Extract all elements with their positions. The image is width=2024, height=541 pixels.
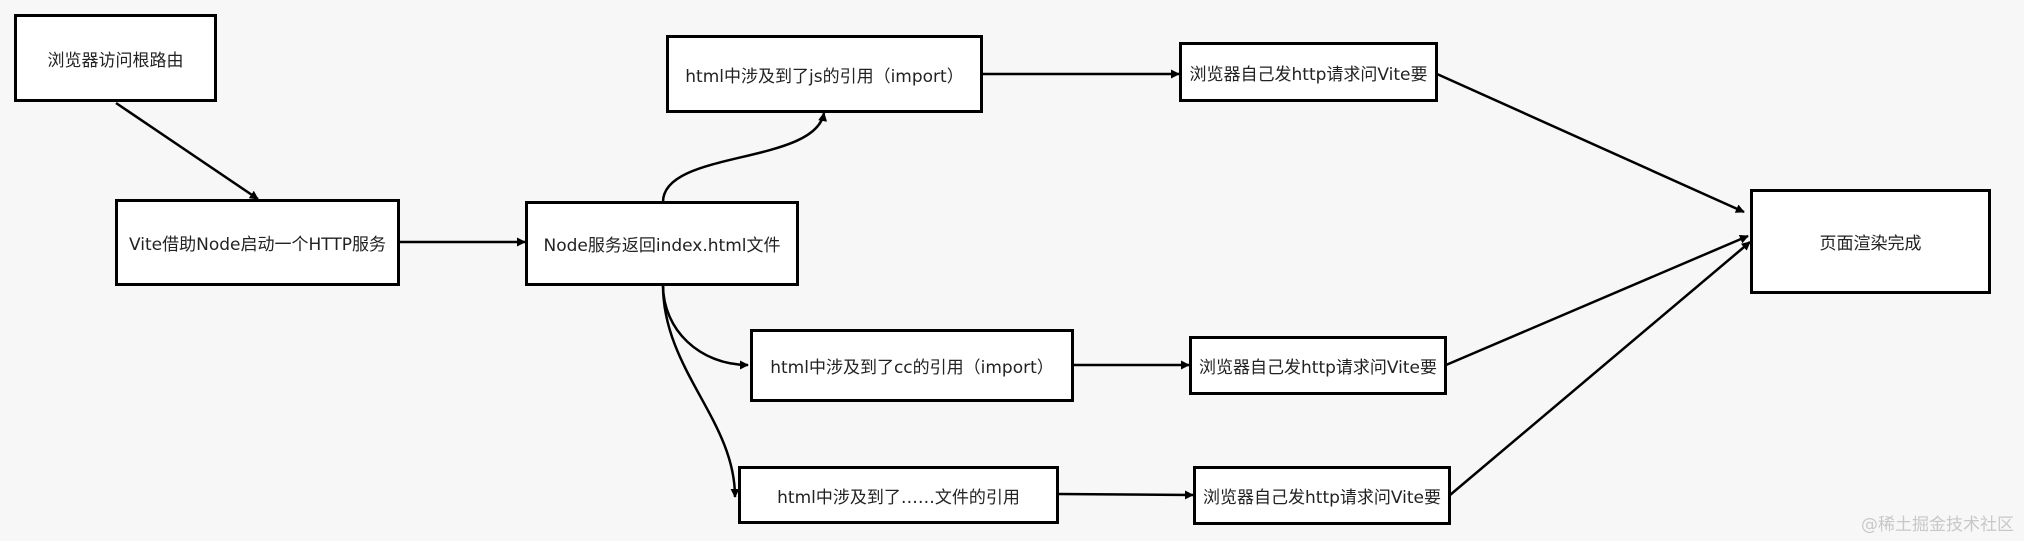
node-done: 页面渲染完成 [1750,189,1991,294]
edge-req-js-to-done [1436,72,1745,214]
edge-html-other-to-req-other [1057,490,1194,500]
node-html-other: html中涉及到了……文件的引用 [738,466,1059,524]
edge-node-return-to-html-other [661,284,740,498]
watermark: @稀土掘金技术社区 [1861,515,2014,535]
edge-start-to-vite-server [115,101,259,201]
edge-node-return-to-html-css [661,284,749,370]
node-node-return: Node服务返回index.html文件 [525,201,799,286]
node-req-css: 浏览器自己发http请求问Vite要 [1189,336,1447,395]
edge-req-css-to-done [1445,234,1749,367]
node-req-js: 浏览器自己发http请求问Vite要 [1179,42,1438,102]
edge-req-other-to-done [1449,241,1751,496]
node-start: 浏览器访问根路由 [14,14,217,102]
node-vite-server: Vite借助Node启动一个HTTP服务 [115,199,400,286]
node-req-other: 浏览器自己发http请求问Vite要 [1193,466,1451,525]
edge-node-return-to-html-js [661,112,828,203]
node-html-css: html中涉及到了cc的引用（import） [750,329,1074,402]
node-html-js: html中涉及到了js的引用（import） [666,35,983,113]
